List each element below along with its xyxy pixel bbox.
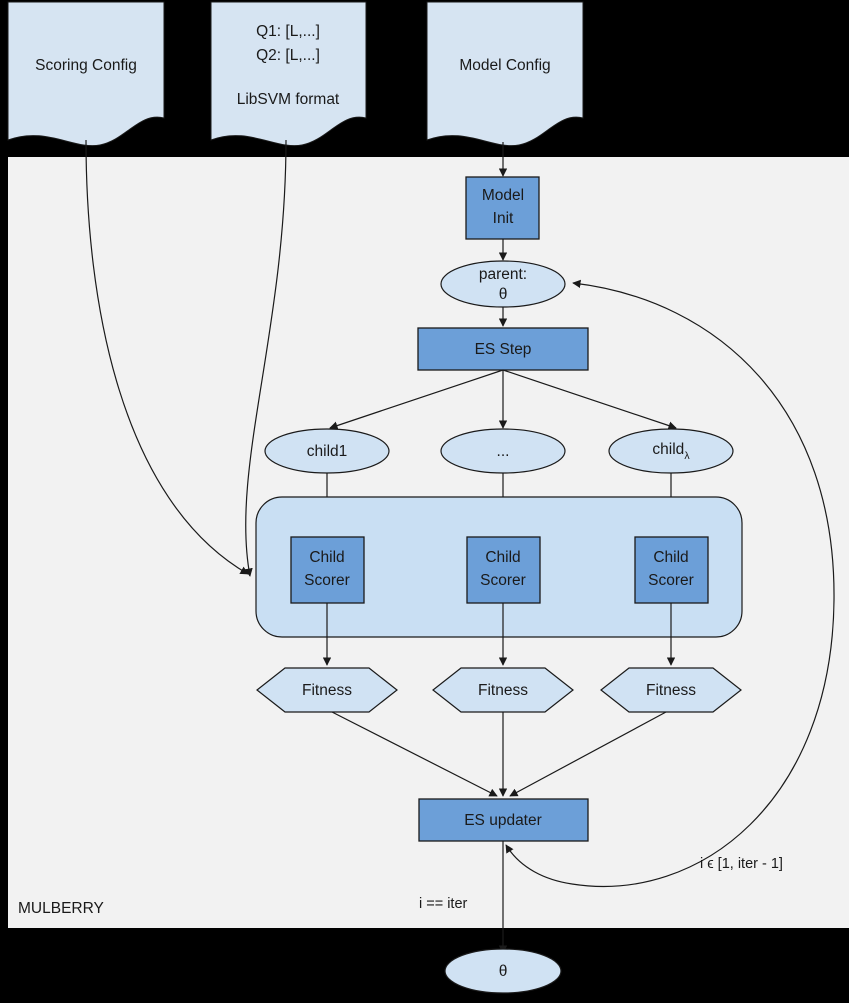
edge-feedback-loop-to-parent bbox=[571, 279, 835, 888]
node-fitness-1 bbox=[256, 667, 398, 713]
edge-dataset-to-scorer-group bbox=[244, 139, 287, 577]
node-child-lambda-subscript: λ bbox=[684, 450, 690, 462]
node-child-lambda-base: child bbox=[652, 441, 684, 458]
node-parent-label-line1: parent: bbox=[479, 266, 527, 283]
node-child-scorer-mid bbox=[466, 536, 541, 604]
edge-label-exit-condition: i == iter bbox=[419, 896, 468, 912]
document-label-dataset-format: LibSVM format bbox=[237, 91, 340, 108]
document-label-dataset-q2: Q2: [L,...] bbox=[256, 47, 320, 64]
node-fitness-lambda-label: Fitness bbox=[646, 682, 696, 699]
document-label-dataset-q1: Q1: [L,...] bbox=[256, 23, 320, 40]
node-es-updater-label: ES updater bbox=[464, 812, 542, 829]
node-es-updater bbox=[418, 798, 589, 842]
edge-fitness-lambda-to-es-updater bbox=[509, 711, 667, 797]
document-shape-scoring-config bbox=[7, 1, 165, 147]
node-es-step-label: ES Step bbox=[475, 341, 532, 358]
node-fitness-1-label: Fitness bbox=[302, 682, 352, 699]
node-es-step bbox=[417, 327, 589, 371]
node-child-1-label: child1 bbox=[307, 443, 348, 460]
node-child-mid-label: ... bbox=[497, 443, 510, 460]
mulberry-panel-label: MULBERRY bbox=[18, 900, 104, 917]
node-child-scorer-mid-label-line1: Child bbox=[485, 549, 520, 566]
node-model-init-label-line2: Init bbox=[493, 210, 514, 227]
document-shape-dataset bbox=[210, 1, 367, 147]
edge-es-step-to-child-lambda bbox=[502, 369, 677, 430]
node-fitness-lambda bbox=[600, 667, 742, 713]
edge-fitness-1-to-es-updater bbox=[331, 711, 498, 797]
document-label-scoring-config: Scoring Config bbox=[35, 57, 137, 74]
node-child-scorer-lambda-label-line1: Child bbox=[653, 549, 688, 566]
node-child-scorer-lambda-label-line2: Scorer bbox=[648, 572, 694, 589]
edge-es-step-to-child1 bbox=[329, 369, 504, 430]
node-child-scorer-1 bbox=[290, 536, 365, 604]
node-child-scorer-1-label-line2: Scorer bbox=[304, 572, 350, 589]
node-fitness-mid-label: Fitness bbox=[478, 682, 528, 699]
node-parent-label-line2: θ bbox=[499, 286, 508, 303]
node-child-scorer-mid-label-line2: Scorer bbox=[480, 572, 526, 589]
node-model-init-label-line1: Model bbox=[482, 187, 524, 204]
node-output-theta-label: θ bbox=[499, 963, 508, 980]
node-output-theta bbox=[444, 948, 562, 994]
node-model-init bbox=[465, 176, 540, 240]
edge-feedback-loop-into-es-updater bbox=[505, 844, 573, 885]
node-fitness-mid bbox=[432, 667, 574, 713]
edge-scoring-config-to-scorer-group bbox=[85, 139, 249, 575]
node-child-scorer-1-label-line1: Child bbox=[309, 549, 344, 566]
node-child-lambda-label: childλ bbox=[652, 441, 690, 462]
node-child-scorer-lambda bbox=[634, 536, 709, 604]
edge-label-loop-condition: i ϵ [1, iter - 1] bbox=[700, 856, 783, 872]
document-shape-model-config bbox=[426, 1, 584, 147]
document-label-model-config: Model Config bbox=[459, 57, 550, 74]
